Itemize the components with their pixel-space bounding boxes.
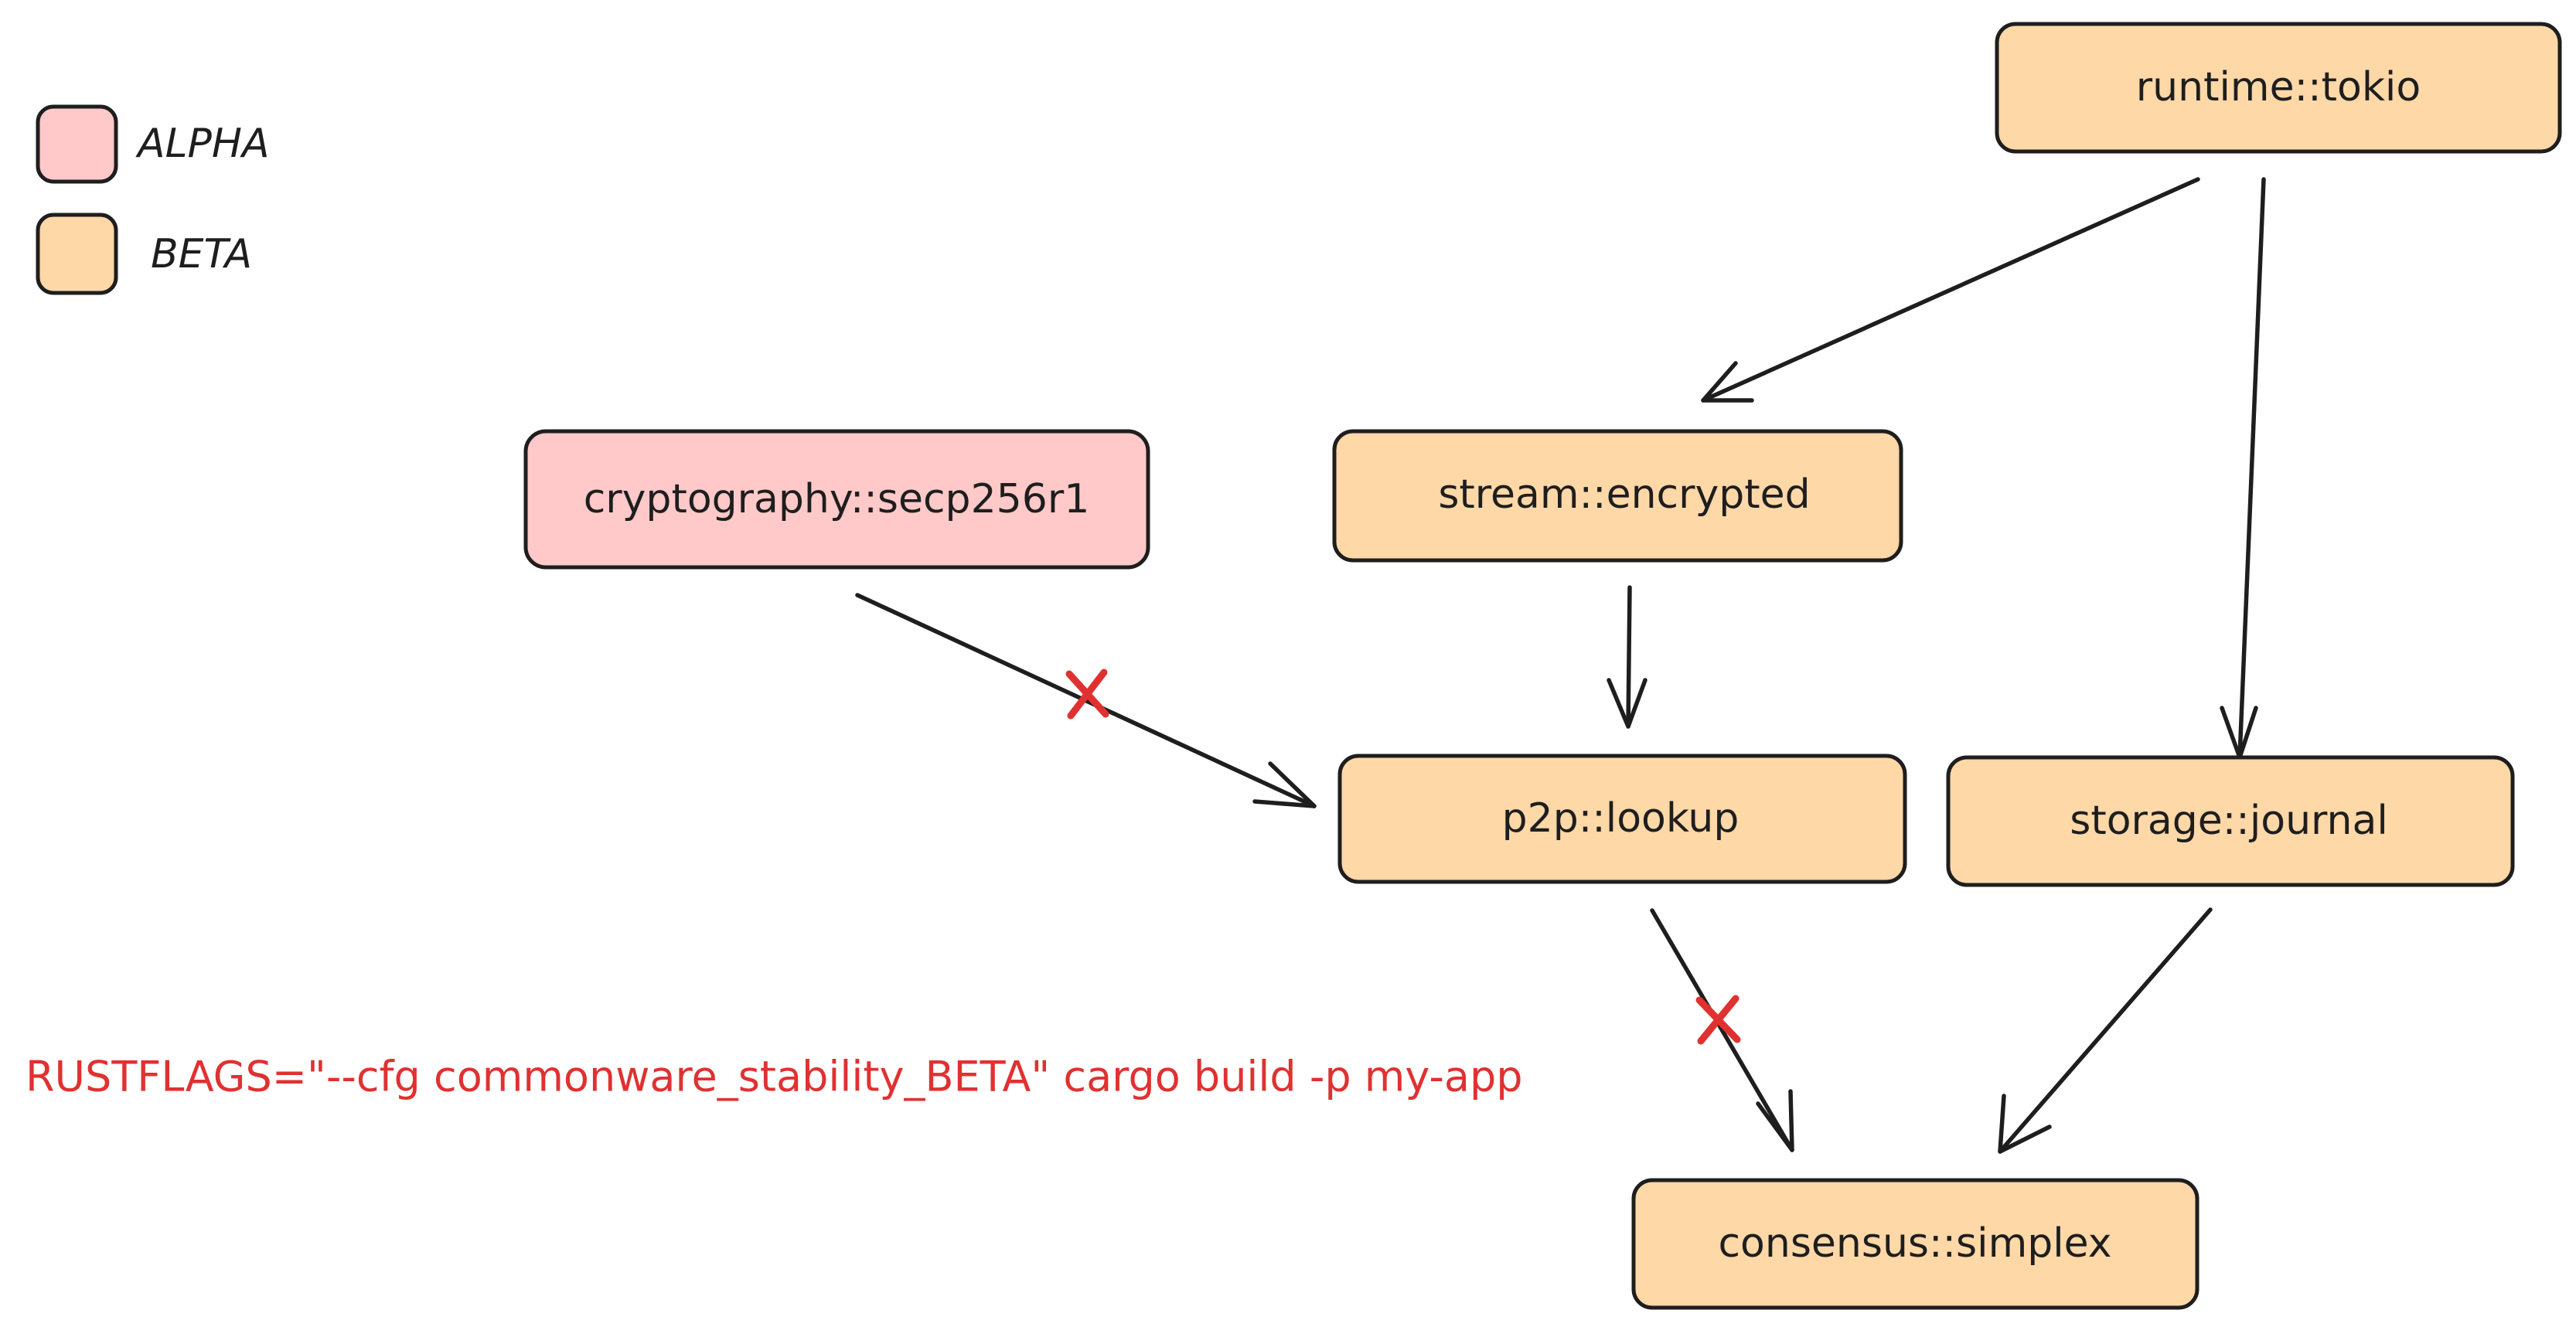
- edge-stream-to-p2p: [1607, 585, 1647, 729]
- blocked-marker-crypto-p2p: [1065, 669, 1109, 720]
- node-label: cryptography::secp256r1: [584, 476, 1090, 522]
- node-label: p2p::lookup: [1502, 795, 1739, 842]
- blocked-marker-p2p-consensus: [1695, 995, 1741, 1045]
- node-label: stream::encrypted: [1438, 471, 1810, 518]
- edge-runtime-to-stream: [1701, 177, 2200, 403]
- node-label: runtime::tokio: [2136, 64, 2421, 111]
- edge-p2p-to-consensus: [1650, 908, 1794, 1152]
- edge-storage-to-consensus: [1998, 907, 2213, 1154]
- legend-alpha-label: ALPHA: [135, 121, 270, 167]
- node-consensus-simplex: consensus::simplex: [1631, 1178, 2199, 1310]
- node-stream-encrypted: stream::encrypted: [1332, 429, 1903, 563]
- node-runtime-tokio: runtime::tokio: [1995, 22, 2562, 154]
- edge-runtime-to-storage: [2220, 177, 2266, 760]
- node-storage-journal: storage::journal: [1946, 755, 2515, 887]
- build-command: RUSTFLAGS="--cfg commonware_stability_BE…: [26, 1053, 1523, 1101]
- legend: ALPHA BETA: [36, 104, 270, 295]
- node-label: consensus::simplex: [1718, 1220, 2111, 1267]
- node-cryptography-secp256r1: cryptography::secp256r1: [523, 429, 1150, 570]
- legend-alpha-swatch: [36, 104, 118, 184]
- edges: [855, 177, 2266, 1154]
- legend-beta-swatch: [36, 213, 118, 295]
- node-label: storage::journal: [2070, 798, 2388, 844]
- node-p2p-lookup: p2p::lookup: [1337, 754, 1907, 884]
- legend-beta-label: BETA: [151, 231, 252, 277]
